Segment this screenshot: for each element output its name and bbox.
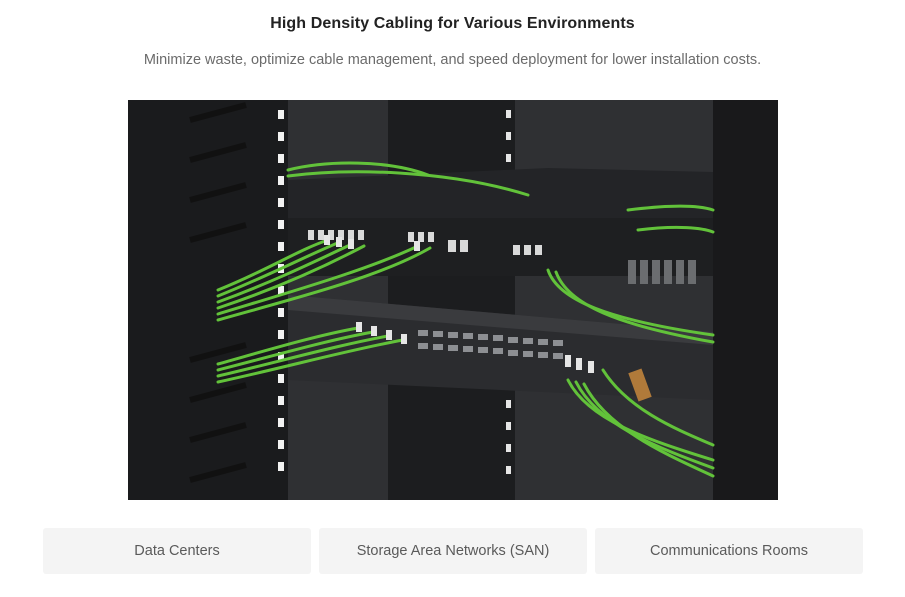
right-rack-post <box>713 100 778 500</box>
section-title: High Density Cabling for Various Environ… <box>270 15 635 32</box>
tab-storage-area-networks[interactable]: Storage Area Networks (SAN) <box>319 528 587 574</box>
cabling-photo <box>128 100 778 500</box>
green-fiber-cables <box>216 161 715 478</box>
tab-data-centers[interactable]: Data Centers <box>43 528 311 574</box>
environment-tabs: Data Centers Storage Area Networks (SAN)… <box>43 528 863 574</box>
section-subtitle: Minimize waste, optimize cable managemen… <box>143 52 762 68</box>
tab-communications-rooms[interactable]: Communications Rooms <box>595 528 863 574</box>
rear-rack-post <box>388 100 515 500</box>
